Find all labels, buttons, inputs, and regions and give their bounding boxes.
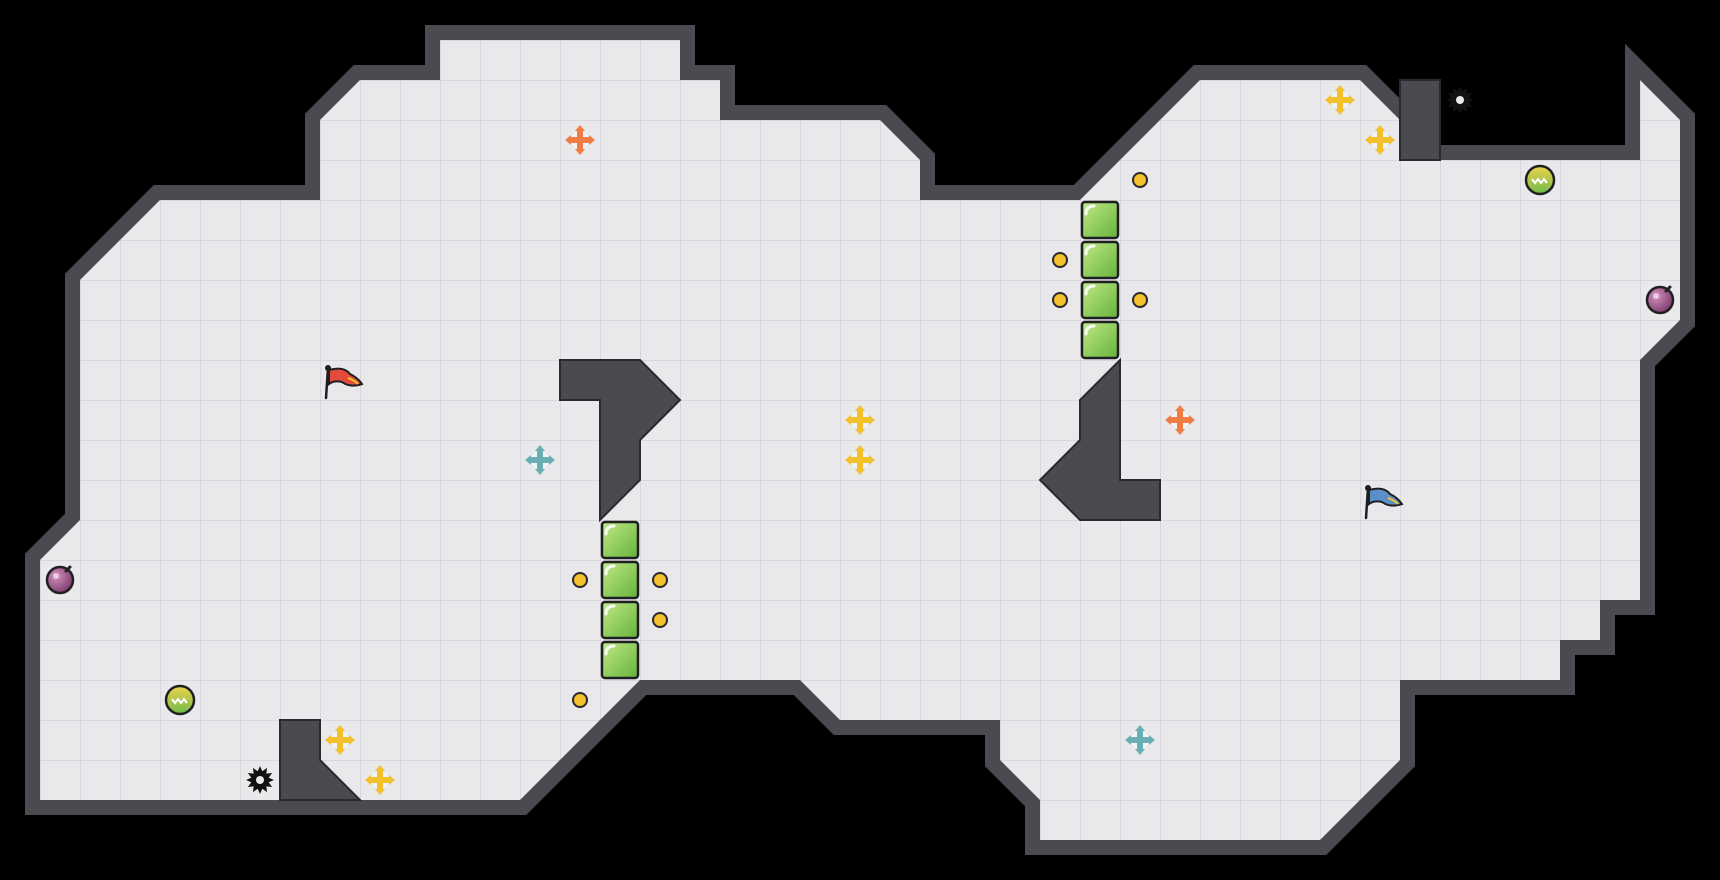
bombs-layer [45, 285, 1675, 595]
speed-boost-icon [845, 405, 875, 435]
speed-boost-icon [845, 445, 875, 475]
green-gate-block [1080, 240, 1120, 280]
gate-button [1052, 252, 1068, 268]
powerup-icon [1524, 164, 1556, 196]
speed-boost-icon [325, 725, 355, 755]
bomb-icon [45, 565, 75, 595]
speed-boost-icon [1365, 125, 1395, 155]
gate-button [1052, 292, 1068, 308]
spike-icon [246, 766, 274, 794]
gate-button [572, 572, 588, 588]
green-gate-block [600, 520, 640, 560]
wall-block-center-right [1038, 357, 1161, 521]
spikes-layer [246, 86, 1474, 794]
speed-boost-icon [1125, 725, 1155, 755]
speed-boost-icon [365, 765, 395, 795]
red-flag-icon [324, 365, 364, 400]
gates-layer [600, 200, 1120, 680]
speed-boost-icon [1325, 85, 1355, 115]
buttons-layer [572, 172, 1148, 708]
boosts-layer [325, 85, 1395, 795]
green-gate-block [600, 560, 640, 600]
gate-button [572, 692, 588, 708]
green-gate-block [600, 640, 640, 680]
green-gate-block [1080, 320, 1120, 360]
gate-button [1132, 172, 1148, 188]
green-gate-block [1080, 280, 1120, 320]
gate-button [1132, 292, 1148, 308]
blue-flag-icon [1364, 485, 1404, 520]
gate-button [652, 572, 668, 588]
wall-block-center-left [559, 359, 682, 523]
gate-button [652, 612, 668, 628]
speed-boost-icon [565, 125, 595, 155]
powerup-icon [164, 684, 196, 716]
arena-floor [25, 25, 1695, 855]
green-gate-block [1080, 200, 1120, 240]
powerups-layer [164, 164, 1556, 716]
inner-walls [279, 79, 1441, 801]
speed-boost-icon [525, 445, 555, 475]
green-gate-block [600, 600, 640, 640]
bomb-icon [1645, 285, 1675, 315]
wall-pillar-top-right [1399, 79, 1441, 161]
speed-boost-icon [1165, 405, 1195, 435]
wall-pillar-bottom-left [279, 719, 363, 801]
spike-icon [1446, 86, 1474, 114]
flags-layer [324, 365, 1404, 520]
